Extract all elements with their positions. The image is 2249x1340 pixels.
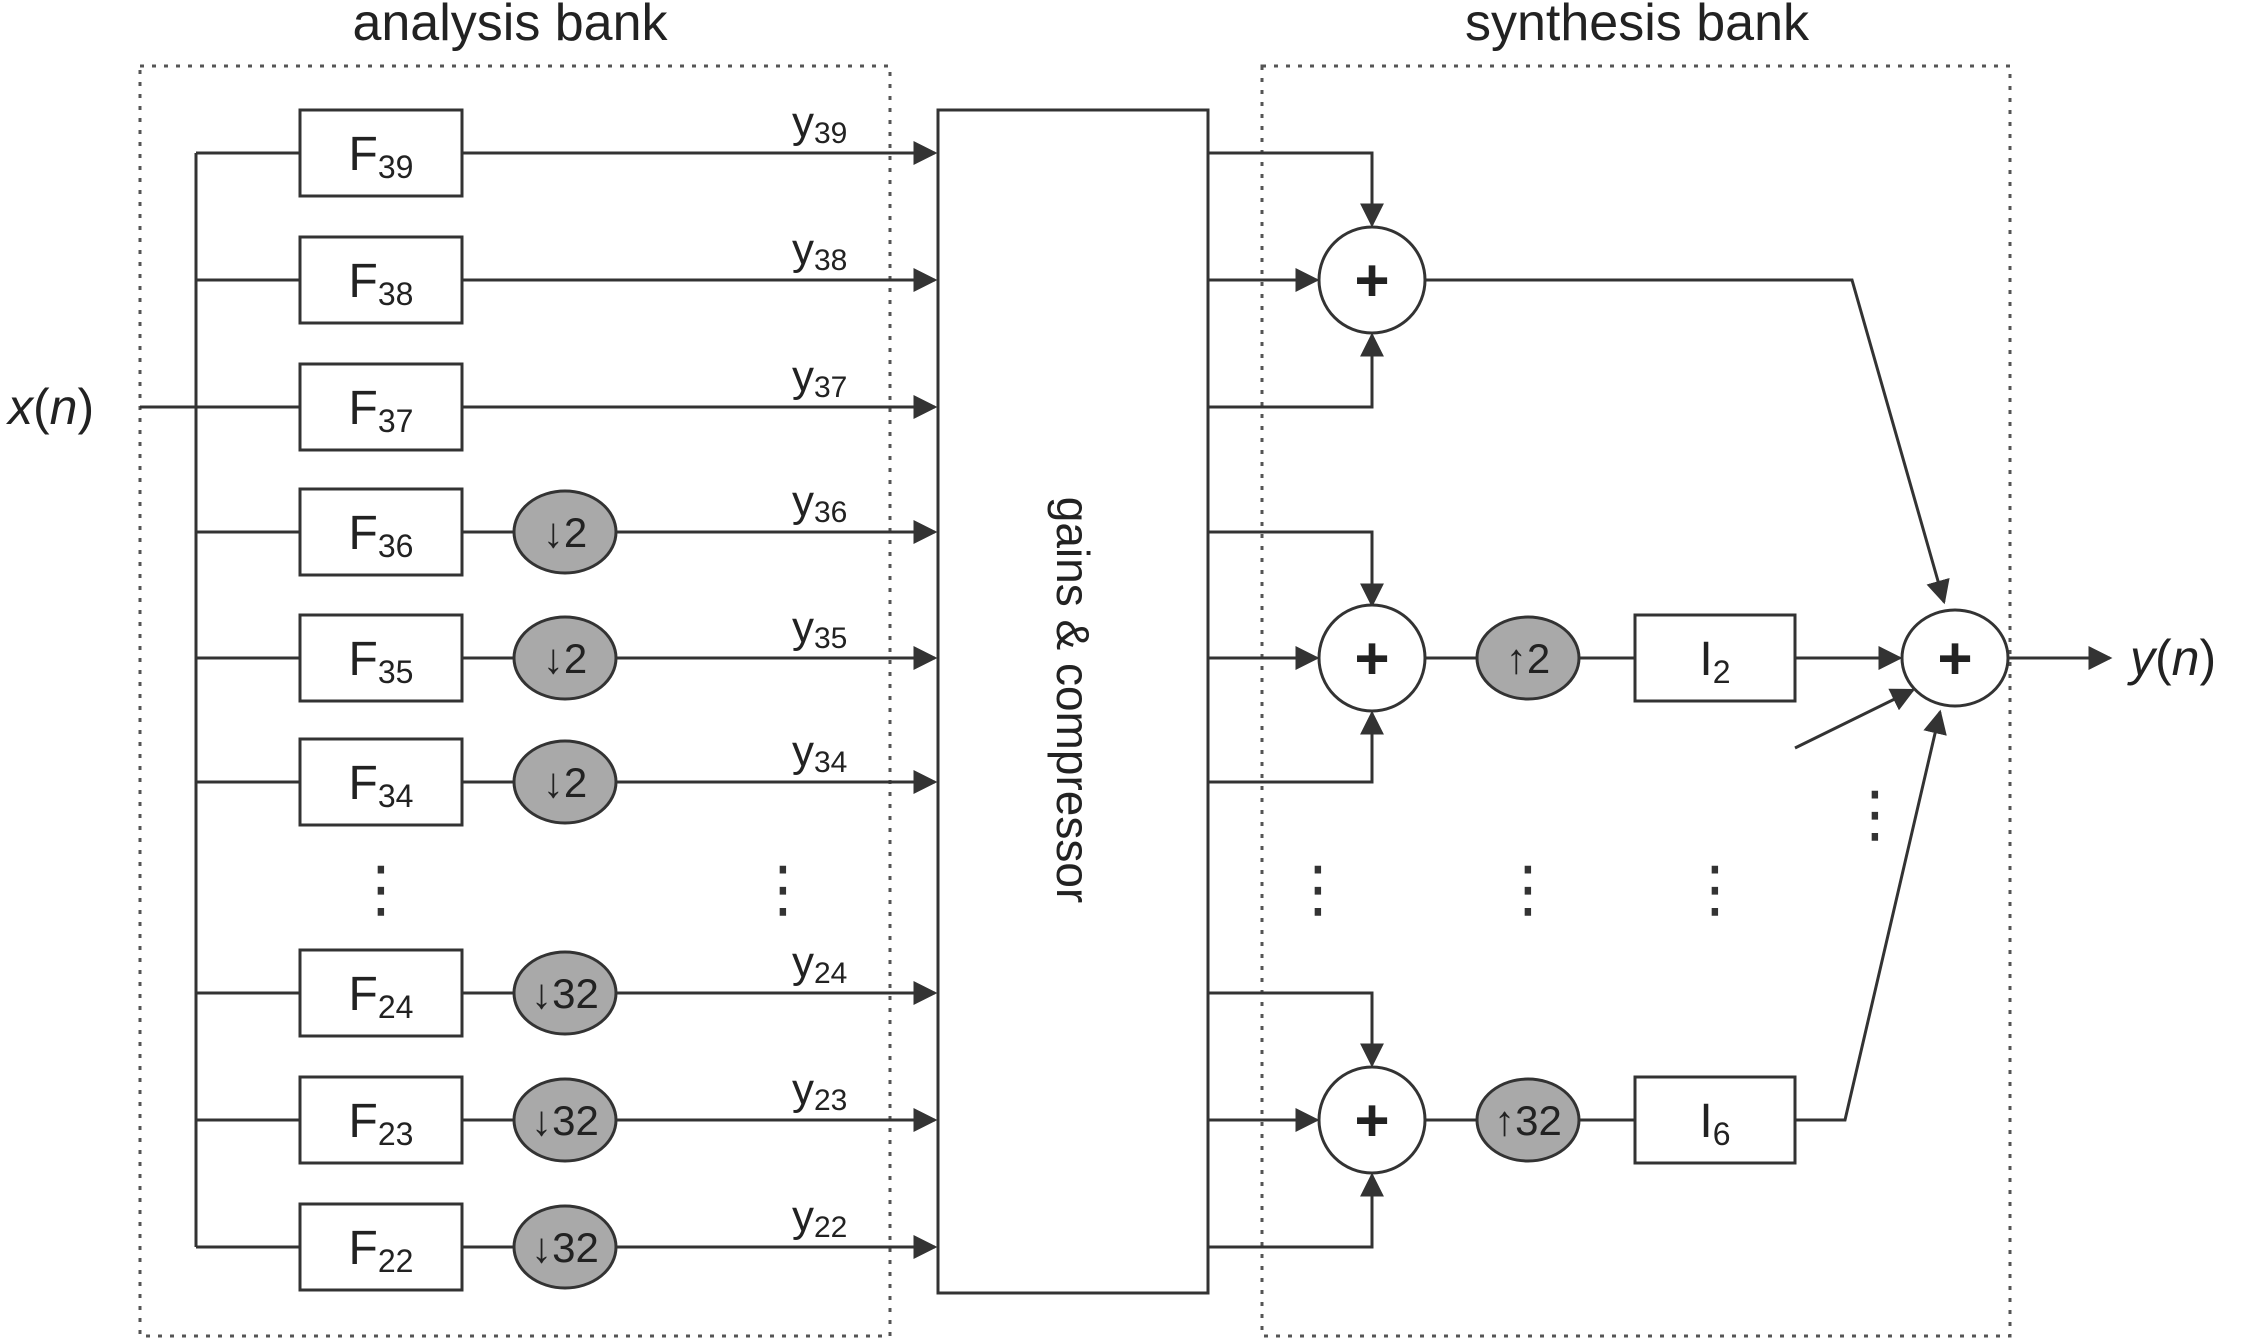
synthesis-adders-ellipsis: ⋮: [1287, 852, 1349, 925]
analysis-row: F36 ↓2 y36: [196, 477, 938, 577]
signal-label: y39: [792, 98, 847, 150]
decimator-label: ↓2: [543, 509, 587, 556]
synthesis-filter-label: I6: [1699, 1095, 1730, 1152]
analysis-signals-ellipsis: ⋮: [752, 852, 814, 925]
synthesis-low-group: + ↑32 I6: [1208, 709, 1947, 1249]
adder-plus-label: +: [1937, 625, 1972, 692]
interpolator-label: ↑32: [1494, 1097, 1562, 1144]
extra-input-arrow: [1794, 688, 1916, 750]
analysis-filter-label: F37: [349, 382, 414, 439]
signal-label: y22: [792, 1192, 847, 1244]
gains-compressor-label: gains & compressor: [1047, 497, 1099, 904]
analysis-filter-label: F34: [349, 757, 414, 814]
analysis-filter-box: [298, 362, 464, 452]
signal-label: y36: [792, 477, 847, 529]
analysis-filter-box: [298, 1075, 464, 1165]
synthesis-bank-title: synthesis bank: [1465, 0, 1810, 52]
analysis-filter-label: F22: [349, 1222, 414, 1279]
adder-plus-label: +: [1354, 625, 1389, 692]
signal-label: y35: [792, 603, 847, 655]
decimator-label: ↓2: [543, 759, 587, 806]
analysis-filter-label: F36: [349, 507, 414, 564]
output-inputs-ellipsis: ⋮: [1844, 777, 1906, 850]
analysis-filter-box: [298, 235, 464, 325]
decimator-label: ↓32: [531, 1097, 599, 1144]
analysis-filters-ellipsis: ⋮: [350, 852, 412, 925]
interpolator-label: ↑2: [1506, 635, 1550, 682]
synthesis-bank-border: [1260, 64, 2012, 1338]
decimator-label: ↓32: [531, 970, 599, 1017]
decimator-label: ↓32: [531, 1224, 599, 1271]
analysis-filter-label: F39: [349, 128, 414, 185]
analysis-filter-label: F24: [349, 968, 414, 1025]
analysis-filter-box: [298, 487, 464, 577]
signal-label: y34: [792, 727, 847, 779]
synthesis-mid-group: + ↑2 I2: [1208, 530, 1903, 784]
output-label: y(n): [2127, 630, 2216, 686]
analysis-filter-label: F35: [349, 633, 414, 690]
decimator-label: ↓2: [543, 635, 587, 682]
synthesis-top-group: +: [1208, 151, 1950, 605]
input-label: x(n): [6, 379, 94, 435]
analysis-row: F23 ↓32 y23: [196, 1065, 938, 1165]
synthesis-filters-ellipsis: ⋮: [1684, 852, 1746, 925]
synthesis-filter-box: [1633, 613, 1797, 703]
adder-plus-label: +: [1354, 1087, 1389, 1154]
signal-label: y38: [792, 225, 847, 277]
analysis-row: F37 y37: [196, 352, 938, 452]
analysis-filter-label: F38: [349, 255, 414, 312]
analysis-row: F22 ↓32 y22: [196, 1192, 938, 1292]
synthesis-filter-label: I2: [1699, 633, 1730, 690]
adder-plus-label: +: [1354, 247, 1389, 314]
analysis-filter-label: F23: [349, 1095, 414, 1152]
analysis-row: F34 ↓2 y34: [196, 727, 938, 827]
gains-compressor-block: [936, 108, 1210, 1295]
analysis-row: F35 ↓2 y35: [196, 603, 938, 703]
analysis-bank-border: [138, 64, 892, 1338]
analysis-filter-box: [298, 613, 464, 703]
analysis-filter-box: [298, 737, 464, 827]
signal-label: y23: [792, 1065, 847, 1117]
synthesis-interpolators-ellipsis: ⋮: [1497, 852, 1559, 925]
analysis-row: F39 y39: [196, 98, 938, 198]
analysis-filter-box: [298, 1202, 464, 1292]
analysis-filter-box: [298, 108, 464, 198]
analysis-bank-title: analysis bank: [352, 0, 668, 52]
signal-label: y37: [792, 352, 847, 404]
low-to-output-arrow: [1795, 709, 1947, 1122]
analysis-row: F24 ↓32 y24: [196, 938, 938, 1038]
signal-label: y24: [792, 938, 847, 990]
top-to-output-arrow: [1425, 278, 1950, 605]
analysis-row: F38 y38: [196, 225, 938, 325]
